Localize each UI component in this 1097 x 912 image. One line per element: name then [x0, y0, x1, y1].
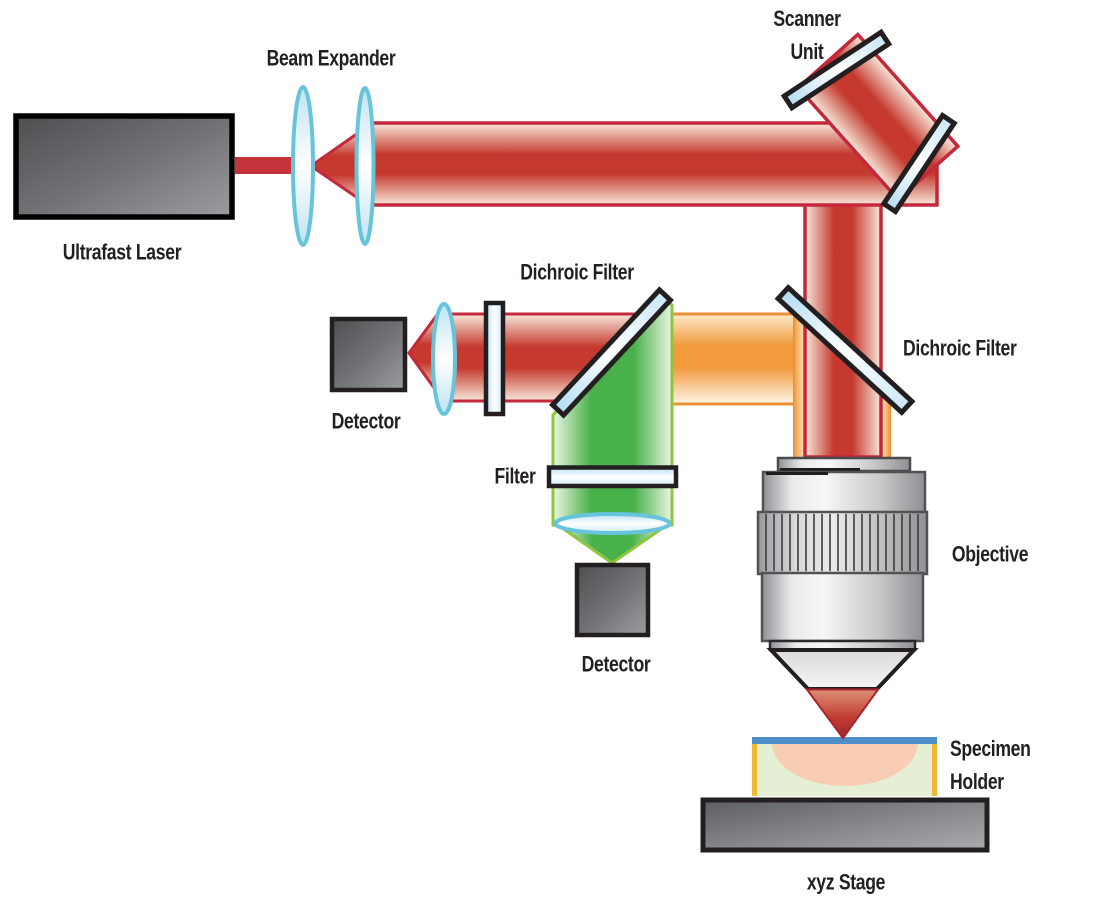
label-ultrafast-laser: Ultrafast Laser [62, 239, 182, 265]
label-scanner-unit: Scanner Unit [773, 6, 841, 64]
ultrafast-laser-box [13, 113, 235, 220]
label-dichroic-filter-left: Dichroic Filter [520, 259, 634, 285]
barrier-filter-left [483, 300, 506, 417]
objective-upper-barrel [761, 470, 927, 515]
scan-mirror-2 [880, 112, 958, 215]
label-detector-bottom: Detector [581, 651, 651, 677]
dichroic-filter-left-glass [549, 286, 674, 419]
detector-left-box [329, 316, 408, 393]
focused-beam-cone [805, 688, 880, 740]
objective-nose-cone [766, 648, 919, 691]
label-beam-expander: Beam Expander [266, 45, 396, 71]
objective-barrel-shadow [766, 472, 828, 475]
emission-filter-glass [546, 465, 679, 489]
beam-expander-lens-1 [291, 85, 315, 247]
collector-lens-left [431, 302, 457, 416]
label-objective: Objective [951, 541, 1029, 567]
collector-lens-bottom [553, 512, 672, 535]
emission-sleeve-right [881, 398, 891, 457]
excitation-beam-horizontal [364, 121, 939, 207]
knurl-lines [765, 514, 919, 571]
objective-lower-barrel [760, 571, 925, 643]
label-specimen-holder: Specimen Holder [950, 736, 1031, 794]
specimen [772, 743, 918, 786]
dichroic-filter-right-glass [774, 284, 916, 416]
beam-expander-lens-2 [354, 86, 376, 246]
objective-assembly [756, 456, 929, 691]
holder-edge-left [752, 743, 757, 796]
label-xyz-stage: xyz Stage [806, 869, 886, 895]
holder-edge-right [932, 743, 937, 796]
detector-bottom-box [574, 562, 651, 638]
xyz-stage-platform [700, 797, 990, 853]
label-dichroic-filter-right: Dichroic Filter [903, 335, 1017, 361]
slide-glass [752, 737, 937, 744]
emission-beam-orange [658, 312, 807, 406]
objective-plate-shadow [780, 468, 860, 472]
emission-sleeve-left [793, 314, 805, 457]
label-filter: Filter [494, 463, 536, 489]
scan-mirror-1 [780, 28, 893, 112]
label-detector-left: Detector [331, 408, 401, 434]
